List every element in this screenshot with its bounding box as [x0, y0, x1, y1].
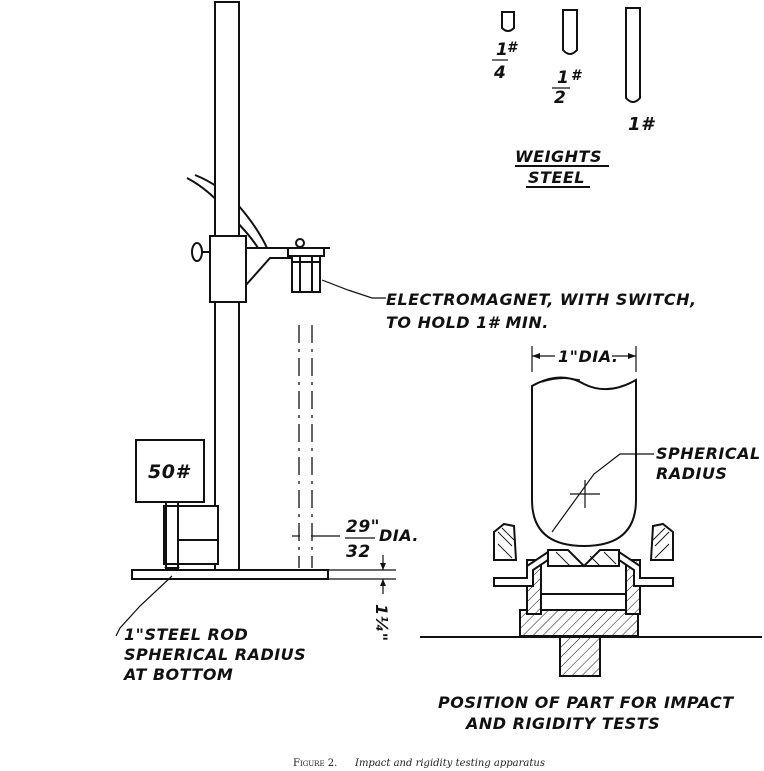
position-label: POSITION OF PART FOR IMPACT AND RIGIDITY…	[438, 693, 734, 733]
svg-text:50#: 50#	[148, 461, 190, 483]
svg-text:WEIGHTS: WEIGHTS	[515, 147, 602, 166]
svg-text:#: #	[507, 40, 518, 56]
weight-quarter-label: 1 4 #	[492, 40, 518, 83]
svg-text:ELECTROMAGNET, WITH SWITCH,: ELECTROMAGNET, WITH SWITCH,	[386, 290, 697, 309]
svg-text:#: #	[571, 68, 582, 84]
rod-label: 1"STEEL ROD SPHERICAL RADIUS AT BOTTOM	[122, 625, 306, 684]
svg-text:AND RIGIDITY TESTS: AND RIGIDITY TESTS	[464, 714, 660, 733]
detail-diameter-dimension: 1"DIA.	[531, 346, 637, 372]
electromagnet-label: ELECTROMAGNET, WITH SWITCH, TO HOLD 1# M…	[386, 290, 697, 332]
svg-text:1¼": 1¼"	[372, 604, 391, 642]
spherical-radius-label: SPHERICAL RADIUS	[656, 444, 761, 483]
base-height-dimension: 1¼"	[328, 555, 396, 642]
weights-title: WEIGHTS STEEL	[515, 147, 609, 188]
fifty-pound-weight: 50#	[135, 439, 205, 503]
impact-rod	[531, 376, 637, 548]
weight-one-pound	[625, 7, 641, 103]
svg-text:DIA.: DIA.	[379, 526, 419, 545]
svg-text:AT BOTTOM: AT BOTTOM	[122, 665, 233, 684]
svg-text:Figure 2.: Figure 2.	[293, 758, 337, 769]
weight-half-label: 1 2 #	[552, 68, 582, 108]
svg-text:SPHERICAL: SPHERICAL	[656, 444, 761, 463]
drop-path	[298, 325, 313, 568]
svg-text:1: 1	[496, 40, 508, 60]
svg-text:Impact and rigidity testing ap: Impact and rigidity testing apparatus	[354, 758, 545, 769]
svg-text:1"STEEL ROD: 1"STEEL ROD	[124, 625, 248, 644]
svg-text:29": 29"	[346, 517, 380, 537]
svg-text:1"DIA.: 1"DIA.	[558, 347, 618, 366]
base-plate	[131, 569, 329, 580]
guide-block	[163, 505, 219, 565]
thumb-screw	[191, 242, 210, 262]
svg-text:POSITION OF PART FOR IMPACT: POSITION OF PART FOR IMPACT	[438, 693, 734, 712]
figure-caption: Figure 2. Impact and rigidity testing ap…	[293, 758, 545, 769]
weight-half-pound	[562, 9, 578, 55]
spherical-radius-leader	[551, 453, 654, 533]
svg-text:RADIUS: RADIUS	[656, 464, 727, 483]
svg-text:STEEL: STEEL	[528, 168, 585, 187]
rod-leader	[115, 575, 173, 637]
svg-text:1: 1	[557, 68, 569, 88]
svg-text:32: 32	[346, 542, 371, 562]
clamp-block	[209, 235, 247, 303]
electromagnet-leader	[321, 279, 386, 299]
hole-diameter-dimension: 29" 32 DIA.	[292, 517, 419, 562]
electromagnet	[284, 238, 330, 293]
svg-text:TO HOLD 1# MIN.: TO HOLD 1# MIN.	[386, 313, 549, 332]
test-part	[420, 522, 762, 677]
svg-text:SPHERICAL RADIUS: SPHERICAL RADIUS	[124, 645, 306, 664]
svg-text:2: 2	[554, 88, 566, 108]
weight-quarter-pound	[501, 11, 515, 32]
svg-text:4: 4	[493, 63, 506, 83]
weight-one-label: 1#	[628, 114, 656, 135]
